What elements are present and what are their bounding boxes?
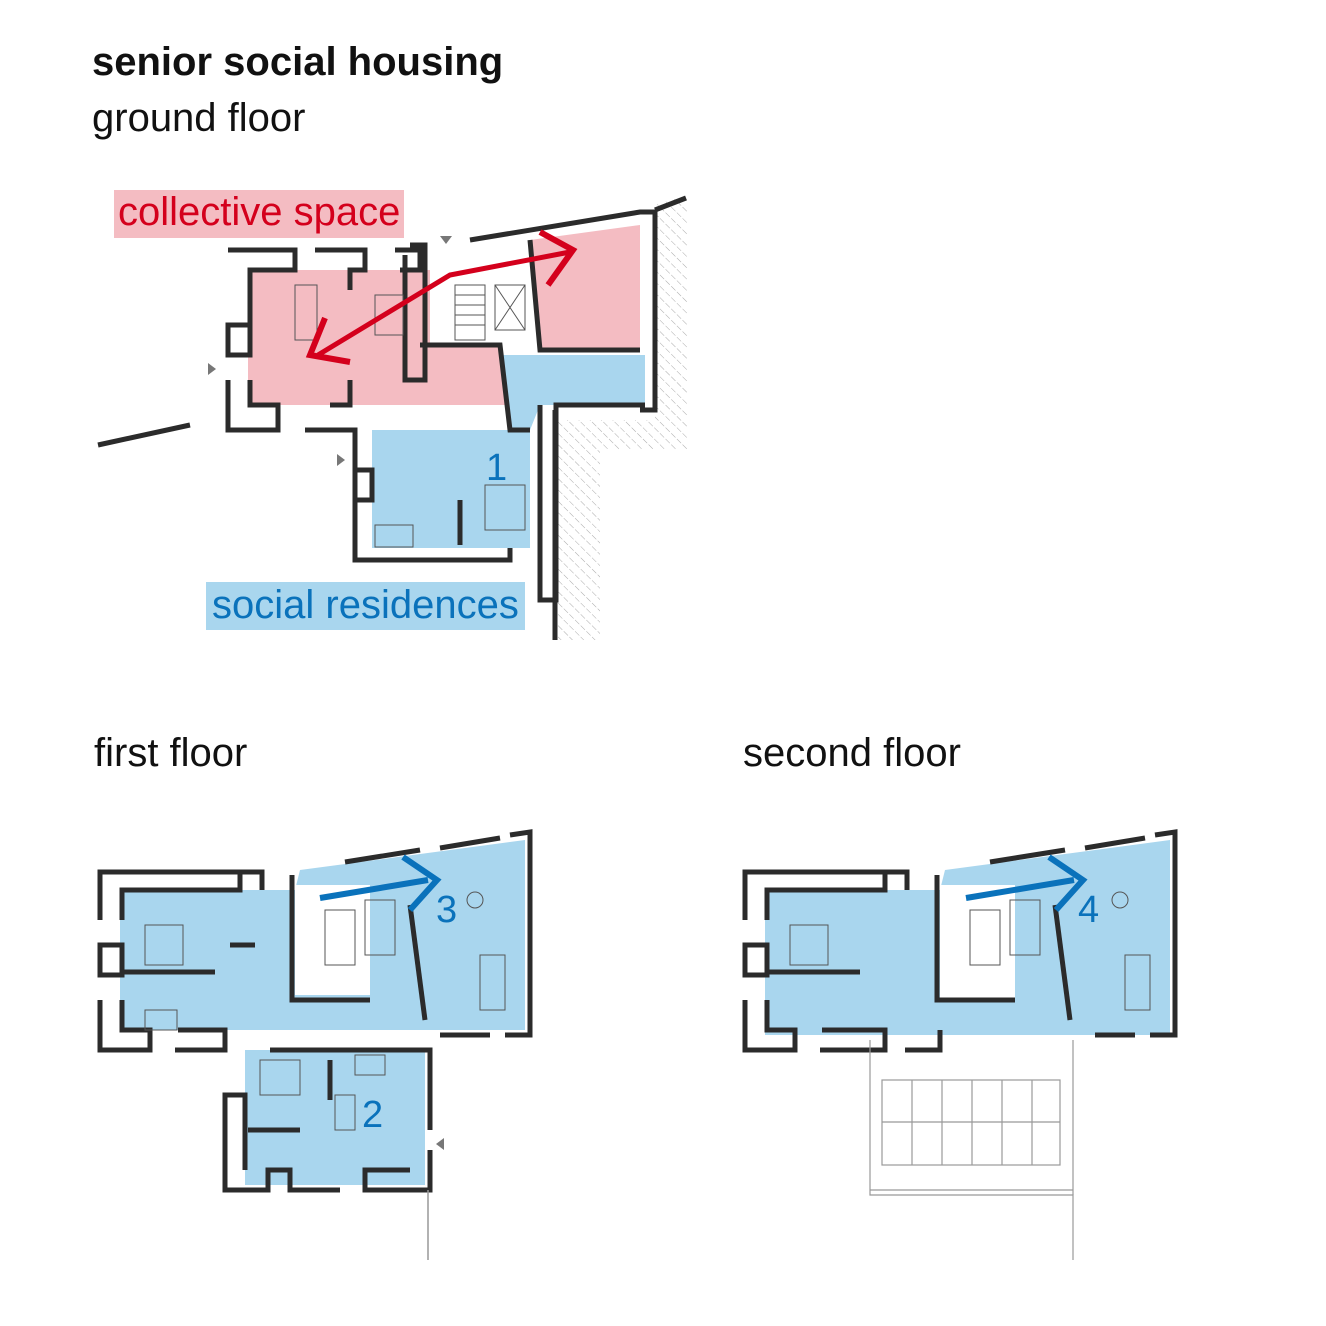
furniture: [144, 891, 506, 1131]
social-residences-area: [372, 355, 645, 548]
arrowhead-right: [538, 229, 578, 287]
arrowhead: [401, 854, 442, 913]
entrance-marker: [440, 236, 452, 244]
unit-number: 2: [362, 1094, 383, 1136]
second-floor-heading: second floor: [743, 731, 961, 775]
furniture: [789, 891, 1151, 1011]
stair: [294, 284, 526, 548]
second-floor-plan: 4: [742, 829, 1178, 1260]
walls: [97, 195, 687, 640]
ground-floor-heading: ground floor: [92, 96, 306, 140]
page-title: senior social housing: [92, 40, 504, 84]
collective-space-area: [248, 225, 640, 405]
unit-number: 1: [486, 447, 507, 489]
pergola-outline: [869, 1040, 1074, 1260]
connection-arrow-blue: [319, 877, 429, 901]
social-residences-label: social residences: [206, 582, 525, 630]
entrance-marker: [436, 1138, 444, 1150]
entrance-marker: [337, 454, 345, 466]
walls: [742, 829, 1178, 1053]
first-floor-plan: 3 2: [97, 829, 533, 1260]
unit-number: 4: [1078, 889, 1099, 931]
arrowhead-left: [305, 316, 351, 365]
entrance-marker: [208, 363, 216, 375]
unit-number: 3: [436, 889, 457, 931]
first-floor-heading: first floor: [94, 731, 248, 775]
connection-arrow-blue: [965, 877, 1075, 901]
collective-space-label: collective space: [114, 190, 405, 238]
ground-floor-plan: 1: [97, 195, 688, 640]
connection-arrow-red: [316, 249, 571, 358]
arrowhead: [1047, 854, 1088, 913]
walls: [97, 829, 533, 1193]
